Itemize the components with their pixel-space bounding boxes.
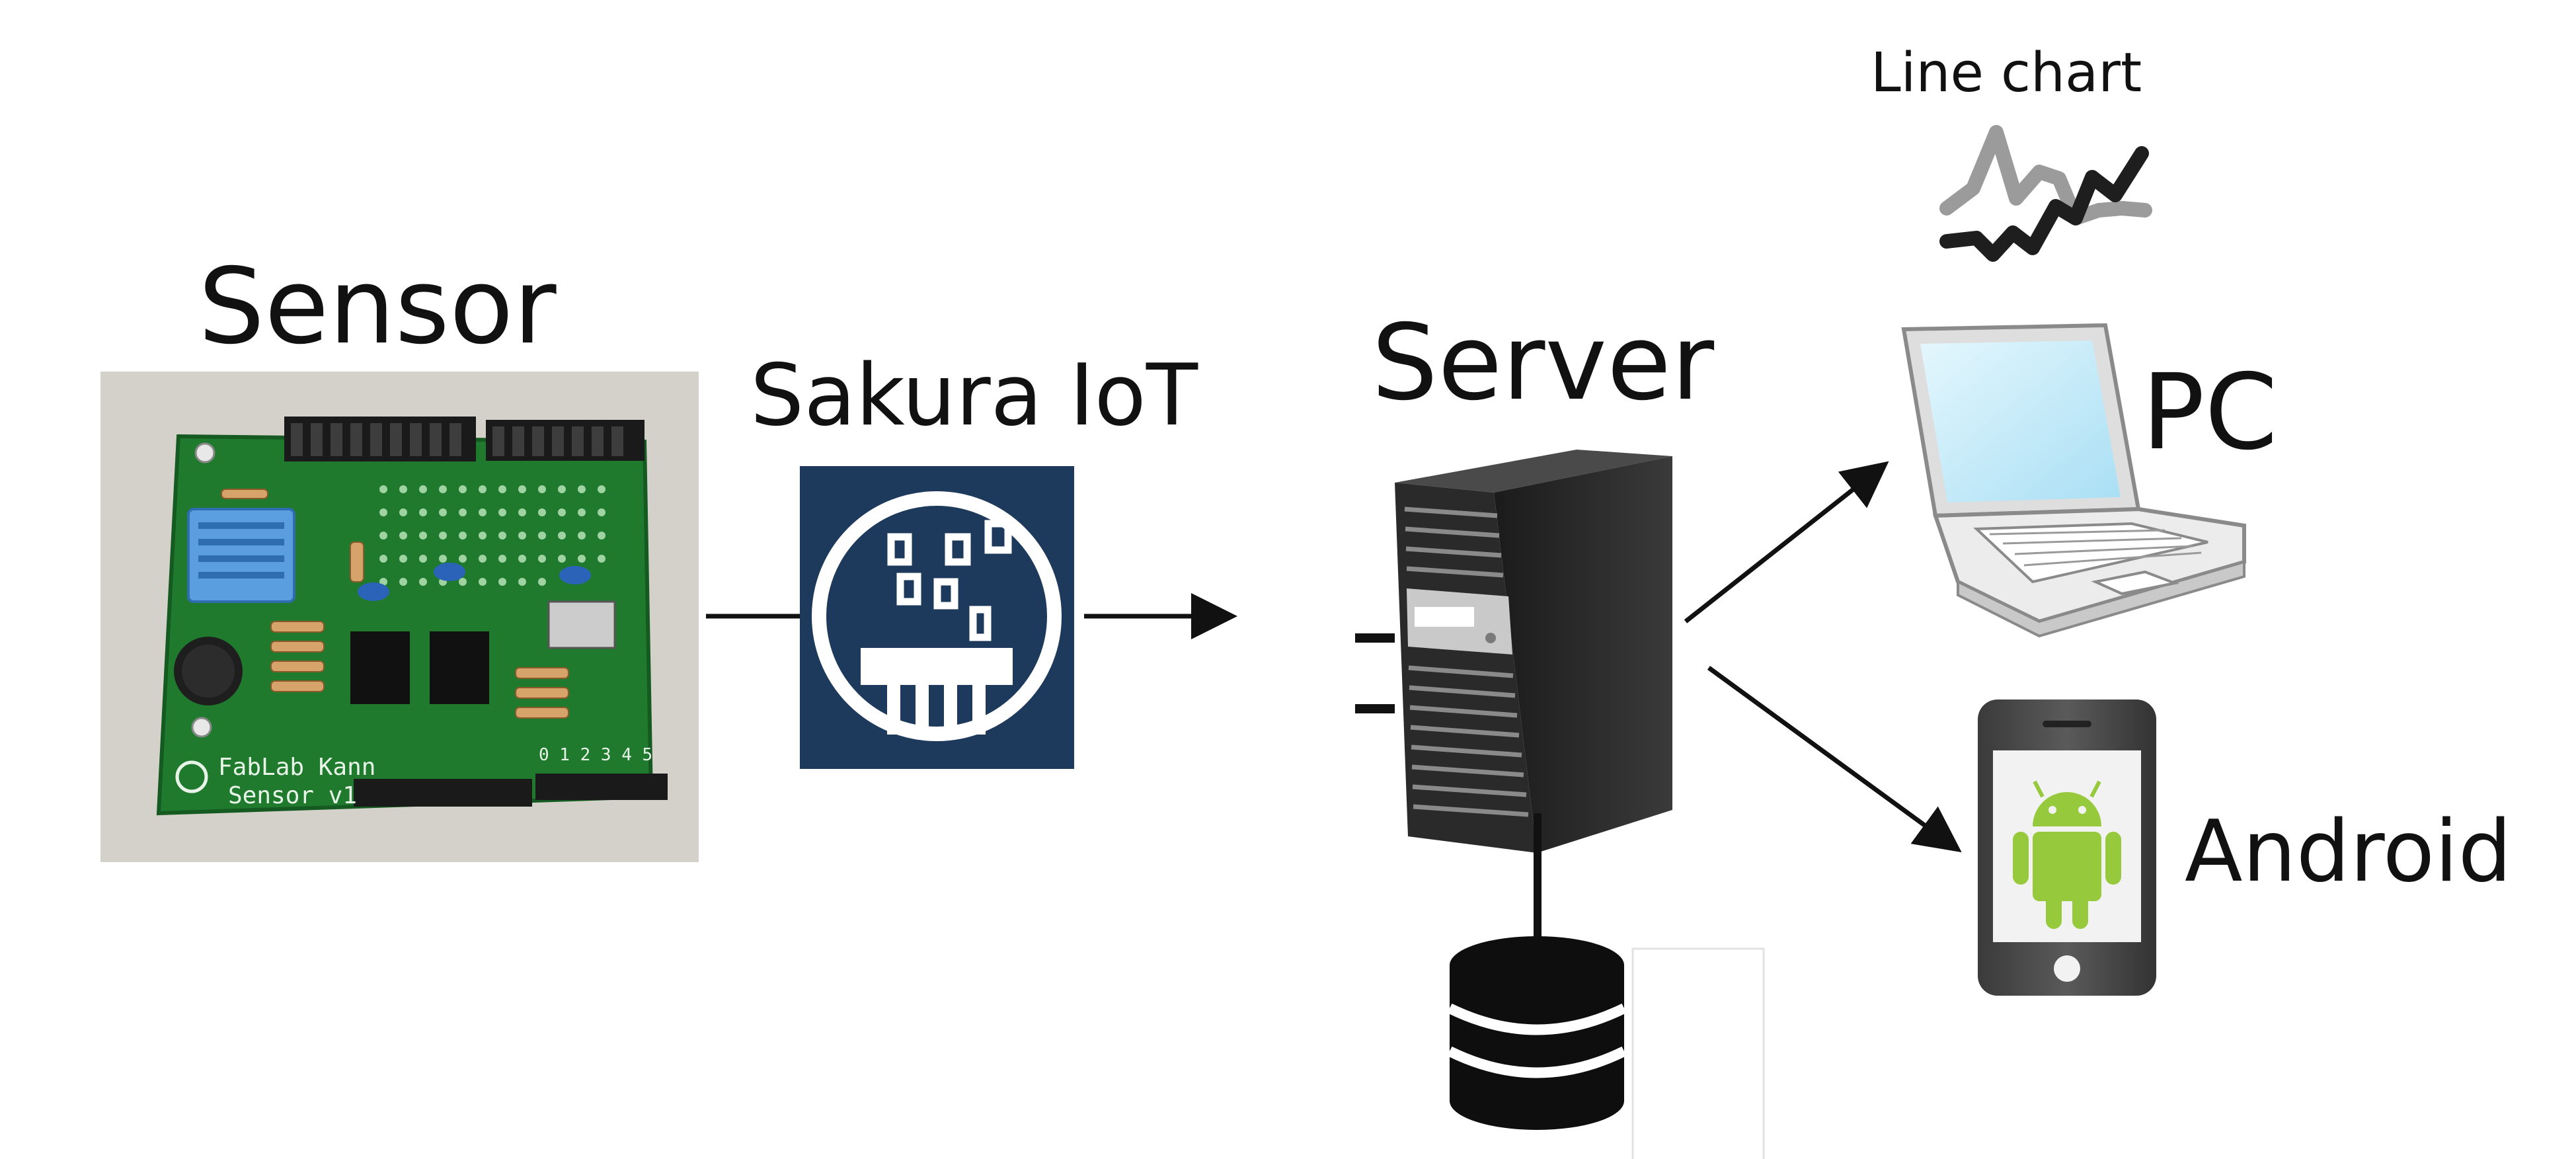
android-robot-icon bbox=[2013, 780, 2121, 929]
pc-label: PC bbox=[2142, 352, 2278, 473]
sakura-iot-logo-icon bbox=[800, 466, 1074, 769]
database-icon bbox=[1447, 936, 1627, 1130]
android-label: Android bbox=[2185, 803, 2512, 901]
blank-card bbox=[1631, 947, 1765, 1159]
board-pin-numbers: 0 1 2 3 4 5 bbox=[539, 745, 652, 765]
line-chart-icon bbox=[1939, 125, 2152, 262]
server-to-android-arrow bbox=[1707, 666, 1962, 853]
server-tower-icon bbox=[1355, 450, 1672, 949]
sakura-iot-label: Sakura IoT bbox=[750, 346, 1198, 445]
board-silkscreen-line2: Sensor v1 bbox=[228, 782, 357, 809]
sensor-label: Sensor bbox=[198, 246, 557, 368]
server-label: Server bbox=[1372, 302, 1715, 424]
server-to-pc-arrow bbox=[1684, 461, 1889, 623]
laptop-icon bbox=[1901, 323, 2246, 638]
sensor-board-photo: FabLab Kann Sensor v1 0 1 2 3 4 5 bbox=[100, 372, 699, 862]
board-silkscreen-line1: FabLab Kann bbox=[218, 754, 375, 781]
line-chart-label: Line chart bbox=[1871, 42, 2142, 104]
